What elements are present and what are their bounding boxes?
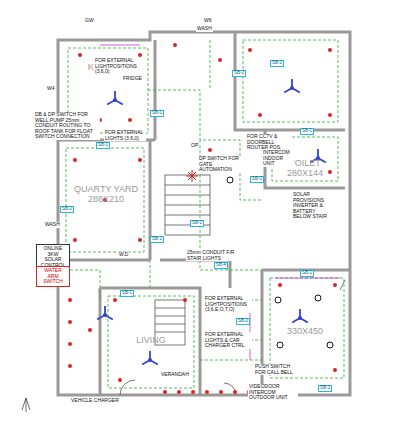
light-point — [177, 390, 181, 394]
switchboard-tag: SB-1 — [300, 128, 314, 135]
light-point — [205, 390, 209, 394]
chandelier-symbol — [186, 170, 198, 182]
switchboard-tag: SB-4 — [214, 262, 228, 269]
light-point — [183, 298, 187, 302]
switchboard-tag: SB-1 — [96, 142, 110, 149]
annotation-note: VEHICLE CHARGER — [70, 398, 120, 404]
light-point — [113, 298, 117, 302]
switchboard-tag: SB-1 — [190, 220, 204, 227]
switchboard-tag: SB-2 — [236, 318, 250, 325]
note-box: WATER ARM SWITCH — [36, 266, 70, 287]
annotation-note: VERANDAH — [160, 372, 190, 378]
room-name: 330X450 — [287, 327, 323, 337]
switchboard-tag: SB-3 — [250, 176, 264, 183]
light-point — [328, 113, 332, 117]
annotation-note: FOR CCTV & DOORBELL ROUTER POS. — [246, 134, 290, 151]
switchboard-tag: SB-3 — [318, 385, 332, 392]
light-point — [138, 53, 142, 57]
light-point — [258, 113, 262, 117]
light-point — [163, 390, 167, 394]
annotation-note: PUSH SWITCH FOR CALL BELL — [254, 364, 298, 375]
light-point — [88, 328, 92, 332]
annotation-note: FOR EXTERNAL LIGHTPOSITIONS (3,6,E,O,T,O… — [204, 296, 252, 313]
socket-symbols — [227, 177, 333, 348]
light-point — [73, 238, 77, 242]
annotation-note: W6 — [203, 18, 213, 24]
light-point — [128, 118, 132, 122]
annotation-note: OP — [190, 143, 199, 149]
annotation-note: FOR EXTERNAL LIGHTS (3,6,0) — [104, 130, 146, 141]
note-text: WATER ARM SWITCH — [39, 268, 67, 285]
switchboard-tag: SB-2 — [232, 70, 246, 77]
light-point — [278, 283, 282, 287]
wiring-run — [60, 40, 344, 388]
light-point — [138, 238, 142, 242]
switchboard-tag: SB-1 — [300, 270, 314, 277]
light-points — [68, 43, 337, 394]
light-point — [333, 283, 337, 287]
room-region: 330X450 — [275, 322, 335, 342]
annotation-note: DB & DP SWITCH FOR WELL PUMP 25mm CONDUI… — [34, 112, 100, 140]
light-point — [78, 53, 82, 57]
light-point — [333, 368, 337, 372]
room-name: QUARTY YARD 288X210 — [66, 185, 146, 205]
light-point — [173, 43, 177, 47]
switchboard-tag: SB-1 — [150, 110, 164, 117]
annotation-note: WASH — [196, 26, 213, 32]
light-point — [191, 390, 195, 394]
light-point — [73, 158, 77, 162]
annotation-note: SOLAR PROVISIONS INVERTER & BATTERY BELO… — [292, 192, 334, 220]
light-point — [68, 320, 72, 324]
light-point — [138, 158, 142, 162]
light-point — [328, 170, 332, 174]
room-region: LIVING — [108, 330, 194, 352]
light-point — [233, 390, 237, 394]
annotation-note: W4 — [46, 86, 56, 92]
light-point — [208, 148, 212, 152]
annotation-note: DP SWITCH FOR GATE AUTOMATION — [198, 156, 246, 173]
north-arrow — [22, 398, 30, 412]
switchboard-tag: SB-2 — [60, 206, 74, 213]
room-region: QUARTY YARD 288X210 — [66, 170, 146, 220]
light-point — [328, 48, 332, 52]
annotation-note: FOR EXTERNAL LIGHTS & CAR CHARGER CTRL — [204, 332, 252, 349]
annotation-note: INTERCOM INDOOR UNIT — [262, 150, 294, 167]
annotation-note: W.D — [118, 252, 129, 258]
light-point — [68, 298, 72, 302]
switchboard-tag: SB-1 — [120, 290, 134, 297]
light-point — [218, 58, 222, 62]
annotation-note: 25mm CONDUIT F/R STAIR LIGHTS — [186, 250, 238, 261]
switchboard-tag: SB-1 — [150, 236, 164, 243]
room-name: LIVING — [136, 336, 166, 346]
annotation-note: FOR EXTERNAL LIGHTPOSITIONS (3,6,0) — [94, 58, 140, 75]
light-point — [219, 390, 223, 394]
light-point — [248, 48, 252, 52]
conduit-run — [100, 45, 340, 360]
walls — [58, 32, 350, 395]
light-point — [118, 378, 122, 382]
annotation-note: FRIDGE — [122, 76, 143, 82]
annotation-note: GW — [84, 18, 95, 24]
light-point — [68, 342, 72, 346]
light-point — [68, 364, 72, 368]
stair-and-court — [120, 175, 345, 395]
annotation-note: WASH — [44, 222, 61, 228]
annotation-note: VIDEODOOR INTERCOM OUTDOOR UNIT — [248, 384, 298, 401]
switchboard-tag: SB-2 — [270, 60, 284, 67]
